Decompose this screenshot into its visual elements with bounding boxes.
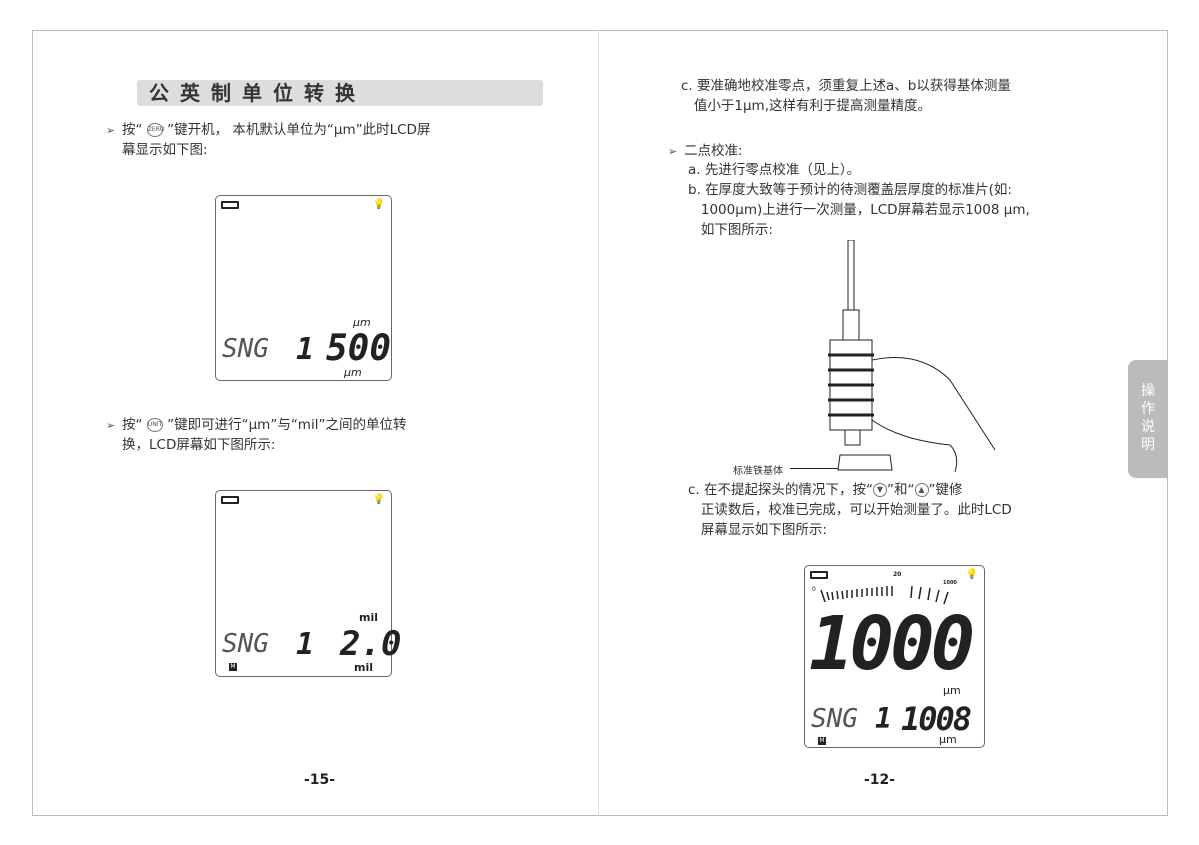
group-index: 1 [296, 332, 315, 367]
bullet-arrow-icon: ➢ [668, 145, 678, 158]
section-title: 公英制单位转换 [137, 80, 543, 106]
label-arrow [790, 468, 838, 469]
scale-min-label: 0 [812, 586, 816, 593]
reading-value: 2.0 [340, 624, 402, 664]
paragraph-power-on: 按“ ZERO ”键开机， 本机默认单位为“μm”此时LCD屏幕显示如下图: [122, 122, 431, 158]
unit-label: μm [943, 684, 961, 697]
step-a: a. 先进行零点校准（见上）。 [688, 162, 861, 178]
bullet-arrow-icon: ➢ [106, 419, 116, 432]
probe-illustration [828, 240, 996, 473]
power-zero-key-icon: ZERO [146, 123, 165, 137]
unit-label: μm [344, 366, 362, 379]
paragraph-c-zero: c. 要准确地校准零点，须重复上述a、b以获得基体测量 值小于1μm,这样有利于… [681, 78, 1011, 114]
lcd-screen-um: 💡 μm SNG 1 500 μm [215, 195, 392, 381]
scale-max-label: 1000 [943, 580, 957, 586]
step-c-adjust: c. 在不提起探头的情况下，按“▼”和“▲”键修 正读数后，校准已完成，可以开始… [688, 482, 1012, 538]
down-key-icon: ▼ [873, 483, 887, 497]
reading-value: 1008 [901, 700, 972, 738]
paragraph-unit-switch: 按“ UNIT ”键即可进行“μm”与“mil”之间的单位转换，LCD屏幕如下图… [122, 417, 407, 453]
analog-scale-bar [820, 585, 949, 605]
backlight-icon: 💡 [965, 569, 978, 580]
group-index: 1 [296, 627, 315, 662]
up-key-icon: ▲ [914, 483, 929, 497]
page-divider [598, 30, 599, 816]
heading-two-point: 二点校准: [684, 143, 743, 159]
backlight-icon: 💡 [372, 494, 385, 505]
figure-label: 标准铁基体 [733, 466, 783, 477]
bullet-arrow-icon: ➢ [106, 124, 116, 137]
unit-label: μm [939, 733, 957, 746]
mode-label: SNG [811, 704, 858, 734]
side-tab-label: 操作说明 [1141, 383, 1155, 453]
main-reading: 1000 [809, 601, 975, 687]
lcd-screen-mil: 💡 mil SNG 1 2.0 M mil [215, 490, 401, 677]
memory-indicator: M [229, 663, 237, 671]
battery-icon [221, 201, 239, 209]
page-number: -15- [304, 772, 336, 788]
lcd-screen-calibrated: 💡 0 20 1000 1000 μm SNG 1 1008 M μm [804, 565, 985, 748]
memory-indicator: M [818, 737, 826, 745]
page-number: -12- [864, 772, 896, 788]
mode-label: SNG [222, 334, 269, 364]
step-b: b. 在厚度大致等于预计的待测覆盖层厚度的标准片(如: 1000μm)上进行一次… [688, 182, 1030, 238]
unit-label: mil [354, 661, 374, 674]
unit-key-icon: UNIT [146, 418, 163, 432]
reading-value: 500 [326, 328, 392, 369]
group-index: 1 [875, 702, 892, 735]
backlight-icon: 💡 [372, 199, 385, 210]
battery-icon [221, 496, 239, 504]
unit-label: μm [353, 316, 371, 329]
scale-mid-label: 20 [893, 571, 902, 578]
mode-label: SNG [222, 629, 269, 659]
battery-icon [810, 571, 828, 579]
unit-label: mil [359, 611, 379, 624]
side-tab-operation[interactable]: 操作说明 [1128, 360, 1168, 478]
